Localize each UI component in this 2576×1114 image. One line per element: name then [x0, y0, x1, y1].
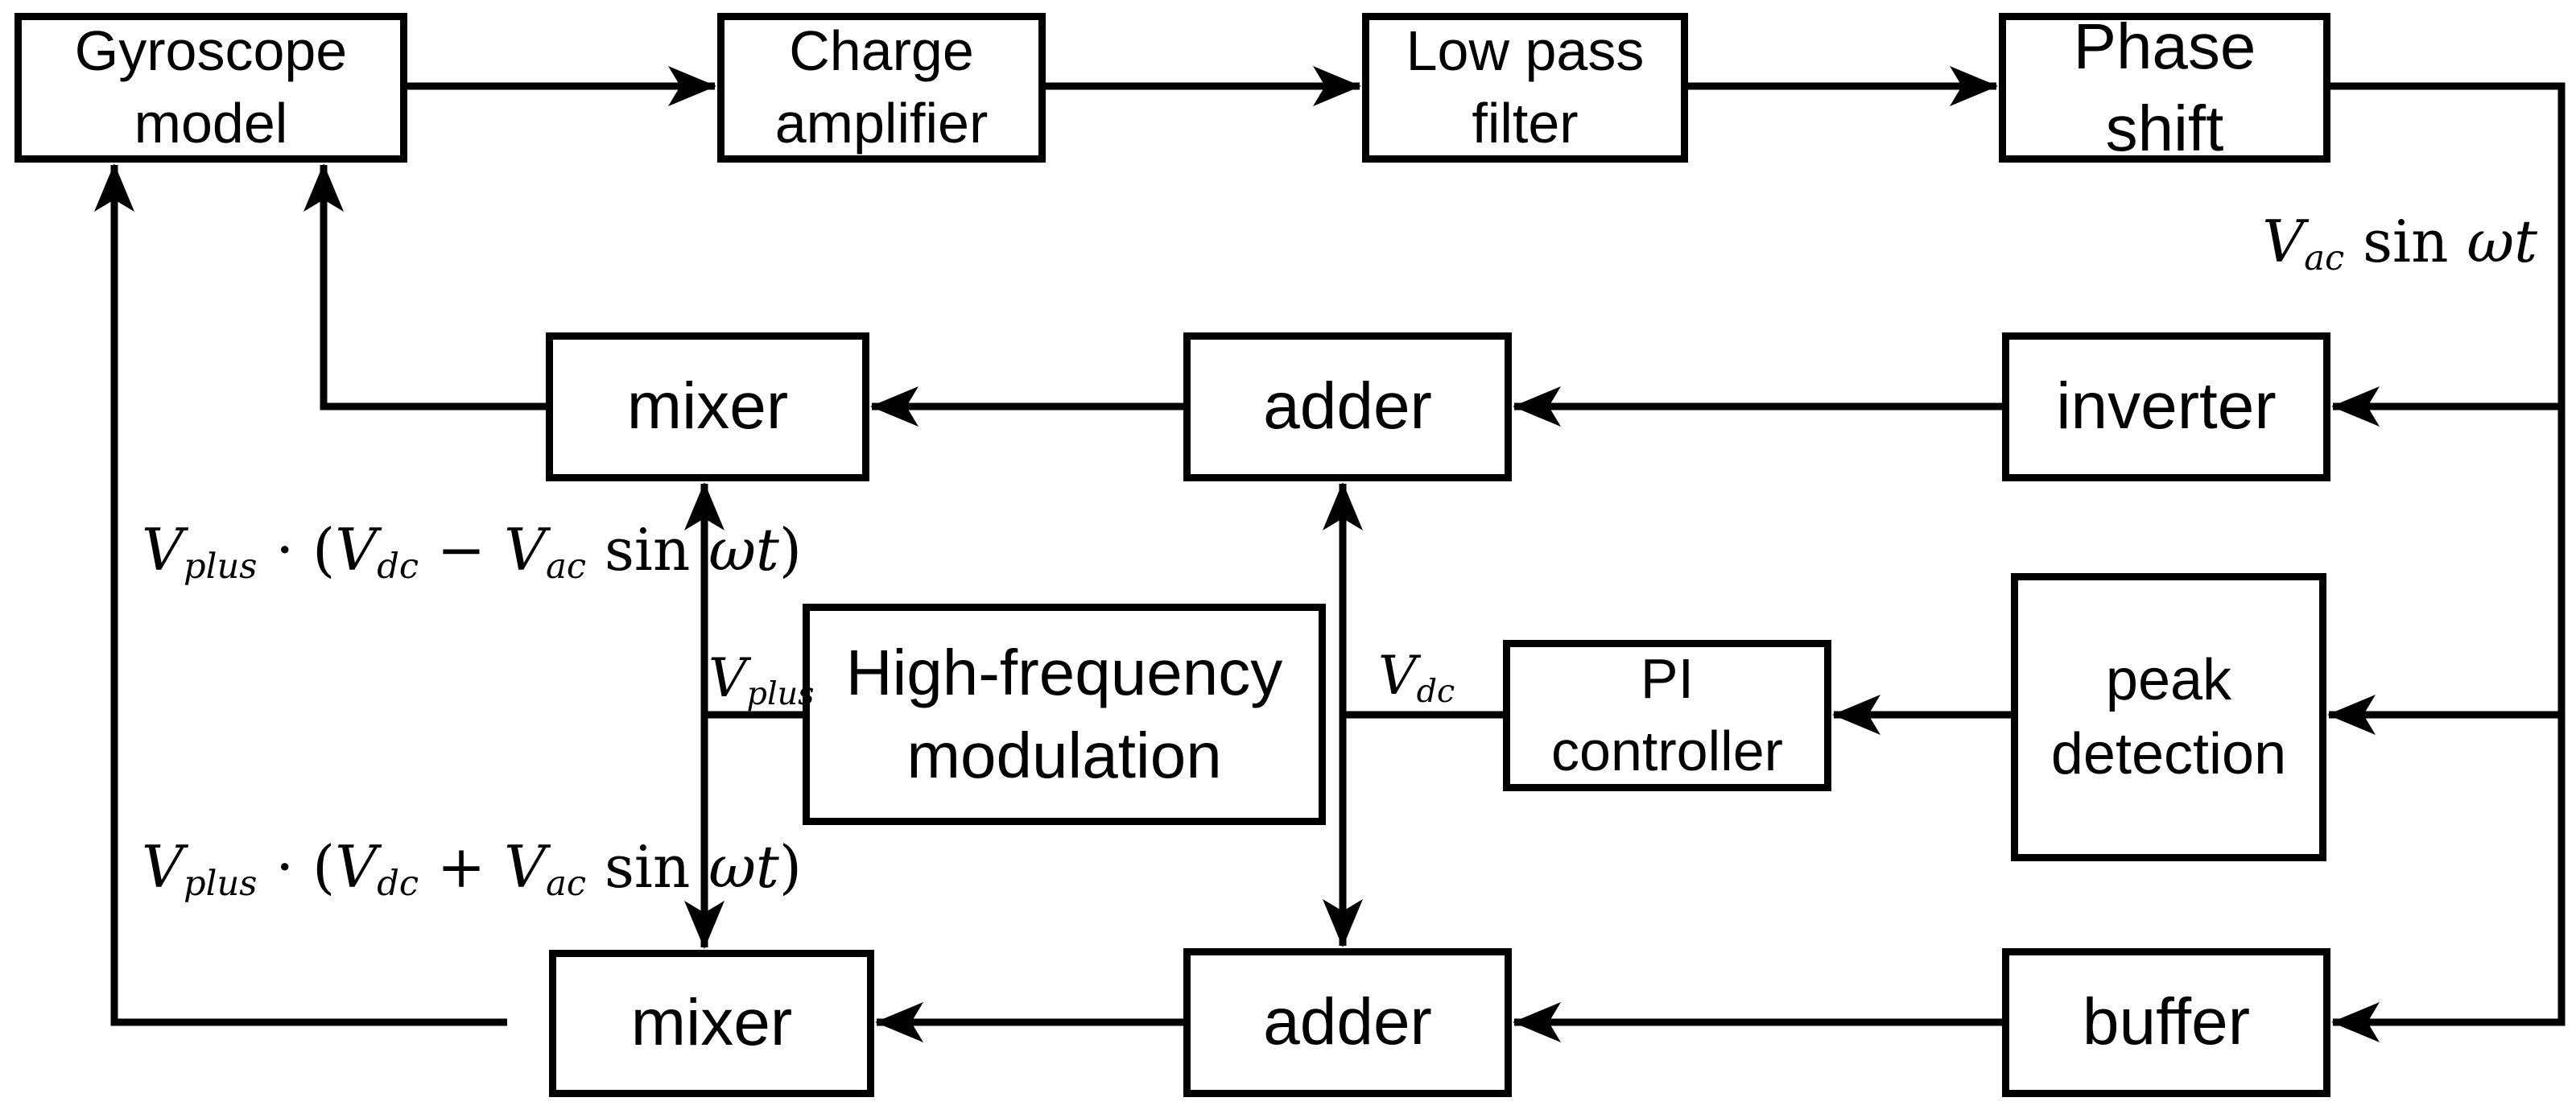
math-label-vdc-signal: Vdc: [1378, 650, 1455, 708]
math-part: V: [1378, 645, 1417, 707]
block-peak-detection-label: peak: [2105, 647, 2232, 712]
block-peak-detection: peak detection: [2011, 573, 2326, 861]
block-high-frequency-modulation-label: modulation: [906, 719, 1222, 791]
math-part: t: [755, 516, 779, 584]
block-mixer-lower: mixer: [549, 950, 874, 1097]
block-low-pass-filter: Low pass filter: [1362, 13, 1688, 163]
math-part: dc: [377, 547, 419, 588]
block-buffer: buffer: [2002, 948, 2330, 1097]
edge-phase-to-buffer-arrow: [2330, 82, 2566, 1042]
block-gyroscope-model: Gyroscope model: [14, 13, 407, 163]
block-charge-amplifier-label: Charge: [789, 19, 974, 83]
math-part: ω: [2467, 208, 2515, 275]
edge-mixer2-to-gyro-arrow: [94, 163, 507, 1026]
block-charge-amplifier: Charge amplifier: [717, 13, 1046, 163]
block-inverter-label: inverter: [2056, 369, 2277, 444]
math-part: V: [142, 516, 184, 584]
block-gyroscope-model-label: Gyroscope: [74, 19, 348, 83]
math-part: dc: [377, 864, 419, 905]
math-label-vplus-times-vdc-plus: Vplus · (Vdc + Vac sin ωt): [142, 838, 802, 902]
block-high-frequency-modulation-label: High-frequency: [845, 637, 1283, 709]
math-part: plus: [184, 864, 258, 905]
block-peak-detection-label: detection: [2050, 722, 2287, 786]
block-low-pass-filter-label: Low pass: [1406, 19, 1645, 83]
math-part: sin: [2344, 208, 2467, 275]
math-part: V: [2262, 208, 2305, 275]
math-part: V: [142, 833, 184, 901]
math-part: ω: [708, 516, 756, 584]
block-pi-controller-label: PI: [1640, 647, 1695, 711]
math-part: ac: [546, 864, 587, 905]
block-gyroscope-model-label: model: [134, 92, 288, 155]
block-buffer-label: buffer: [2082, 985, 2251, 1059]
block-mixer-upper-label: mixer: [626, 369, 789, 444]
math-part: V: [504, 833, 547, 901]
block-mixer-upper: mixer: [546, 332, 869, 481]
block-charge-amplifier-label: amplifier: [774, 92, 989, 155]
block-low-pass-filter-label: filter: [1472, 92, 1579, 155]
math-part: V: [335, 516, 378, 584]
edge-mixer1-to-gyro-arrow: [303, 163, 546, 411]
math-part: sin: [586, 516, 709, 584]
math-part: dc: [1416, 672, 1455, 710]
block-inverter: inverter: [2002, 332, 2330, 481]
math-part: V: [708, 647, 747, 709]
block-phase-shift: Phase shift: [1999, 10, 2330, 164]
math-part: V: [504, 516, 547, 584]
block-high-frequency-modulation: High-frequency modulation: [803, 604, 1326, 825]
math-part: ω: [708, 833, 756, 901]
math-part: plus: [184, 547, 258, 588]
math-part: t: [2514, 208, 2537, 275]
math-part: ac: [2304, 238, 2345, 279]
math-part: t: [755, 833, 779, 901]
math-part: · (: [257, 833, 336, 901]
math-part: −: [419, 516, 505, 584]
block-mixer-lower-label: mixer: [630, 986, 793, 1060]
math-part: +: [419, 833, 505, 901]
math-label-vplus-times-vdc-minus: Vplus · (Vdc − Vac sin ωt): [142, 521, 802, 584]
math-label-vplus-signal: Vplus: [708, 652, 814, 710]
block-adder-upper-label: adder: [1263, 369, 1432, 444]
math-part: plus: [746, 675, 815, 712]
math-part: ac: [546, 547, 587, 588]
block-adder-lower-label: adder: [1263, 985, 1432, 1059]
math-part: V: [335, 833, 378, 901]
block-adder-lower: adder: [1183, 948, 1512, 1097]
block-pi-controller: PI controller: [1503, 640, 1831, 791]
block-adder-upper: adder: [1183, 332, 1512, 481]
math-part: · (: [257, 516, 336, 584]
block-phase-shift-label: Phase: [2073, 10, 2256, 82]
block-phase-shift-label: shift: [2105, 93, 2224, 164]
math-part: sin: [586, 833, 709, 901]
math-label-vac-sin-wt: Vac sin ωt: [2262, 212, 2537, 276]
math-part: ): [778, 516, 802, 584]
block-pi-controller-label: controller: [1551, 720, 1783, 782]
math-part: ): [778, 833, 802, 901]
